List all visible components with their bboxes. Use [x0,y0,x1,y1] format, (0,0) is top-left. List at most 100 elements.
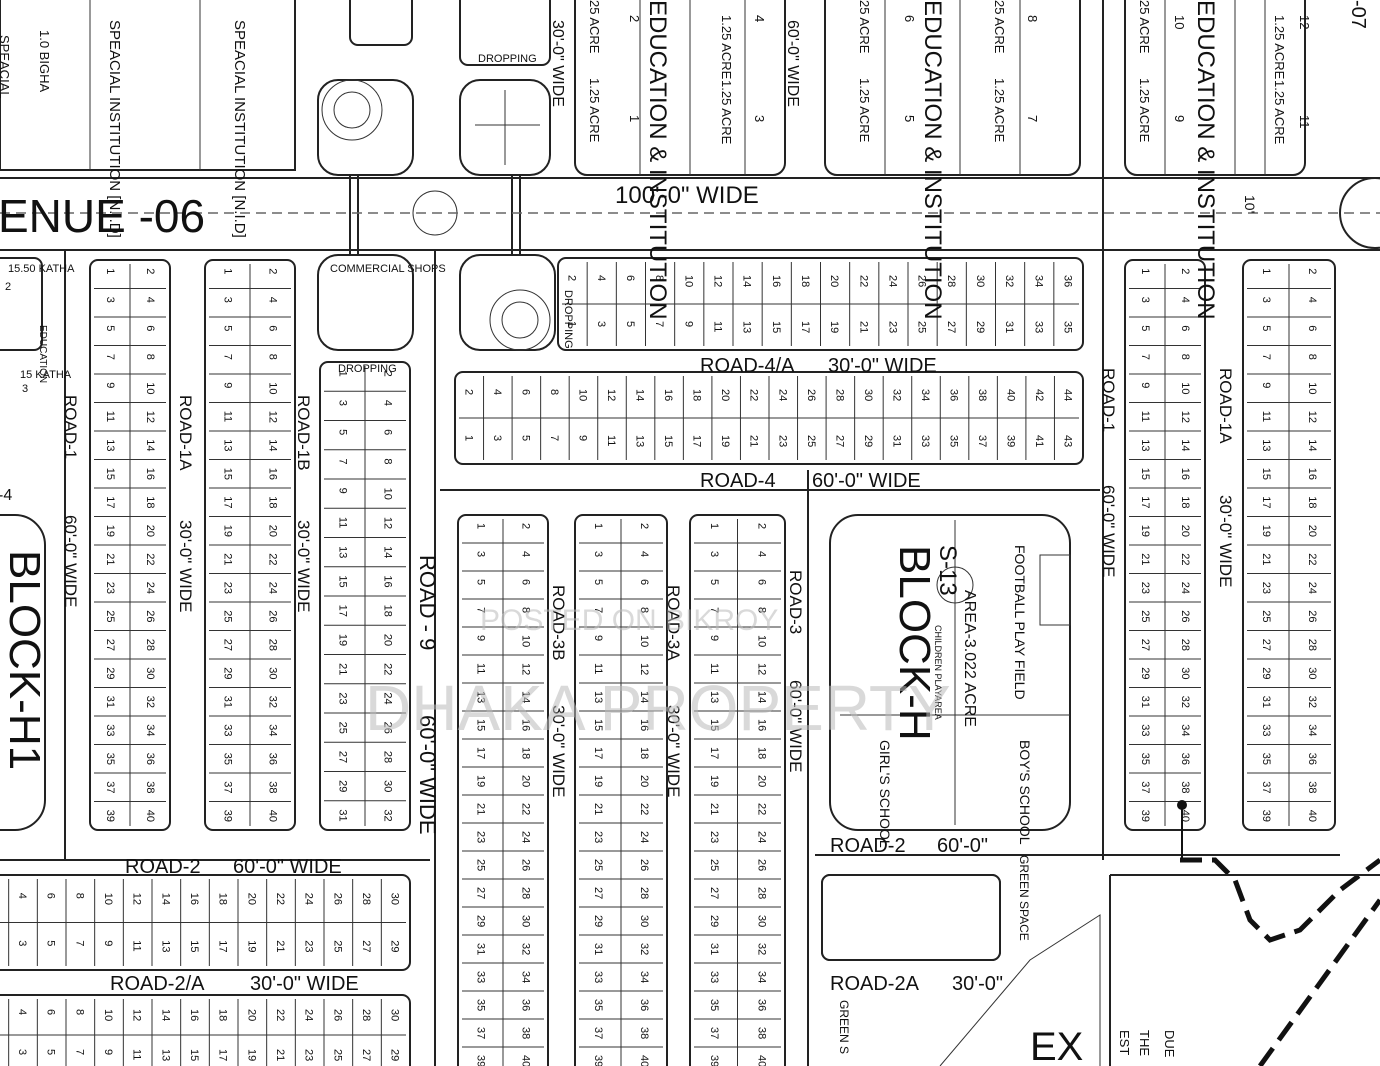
plot-number: 9 [1139,382,1151,388]
svg-text:30'-0" WIDE: 30'-0" WIDE [294,520,313,612]
plot-number: 23 [104,582,116,594]
plot-number: 9 [102,1049,114,1055]
plot-number: 3 [708,551,720,557]
plot-number: 13 [1139,439,1151,451]
plot-number: 6 [638,579,650,585]
plot-number: 12 [605,389,617,401]
plot-number: 13 [708,691,720,703]
plot-number: 33 [475,971,487,983]
plot-number: 20 [719,389,731,401]
plot-number: 15 [188,940,200,952]
plot-number: 26 [1179,610,1191,622]
grid-road2a-left: 2143658710912111413161518172019222124232… [0,994,411,1066]
plot-number: 26 [1306,610,1318,622]
plot-number: 15 [770,321,782,333]
plot-number: 33 [592,971,604,983]
plot-number: 5 [592,579,604,585]
plot-number: 23 [303,940,315,952]
plot-number: 20 [245,1009,257,1021]
plot-number: 37 [475,1027,487,1039]
plot-number: 20 [638,775,650,787]
plot-number: 40 [638,1055,650,1066]
plot-number: 7 [708,607,720,613]
plot-number: 14 [1179,439,1191,451]
plot-number: 9 [475,635,487,641]
plot-number: 5 [222,325,234,331]
plot-number: 38 [1179,781,1191,793]
education-block-b [824,0,1081,176]
bottom-right-area: EX [821,800,1380,1066]
plot-number: 7 [1260,354,1272,360]
plot-number: 7 [222,354,234,360]
plot-number: 28 [382,751,394,763]
plot-number: 1 [592,523,604,529]
watermark-line1: POSTED ON BIKROY [480,604,778,637]
plot-number: 17 [337,605,349,617]
plot-number: 18 [217,893,229,905]
plot-number: 35 [592,999,604,1011]
svg-text:ROAD-4: ROAD-4 [700,470,776,492]
plot-number: 16 [520,719,532,731]
plot-number: 36 [267,753,279,765]
plot-number: 16 [382,575,394,587]
plot-number: 31 [1003,321,1015,333]
svg-text:SPEACIAL: SPEACIAL [0,35,12,99]
plot-number: 30 [382,780,394,792]
top-small-block [349,0,413,46]
plot-number: 2 [638,523,650,529]
plot-number: 20 [144,525,156,537]
plot-number: 21 [475,803,487,815]
plot-number: 13 [104,439,116,451]
svg-text:2: 2 [5,281,11,293]
plot-number: 34 [638,971,650,983]
svg-text:ROAD-2: ROAD-2 [830,835,906,857]
plot-number: 9 [104,382,116,388]
plot-number: 10 [520,635,532,647]
plot-number: 2 [520,523,532,529]
block-h [829,514,1071,831]
plot-number: 3 [16,940,28,946]
plot-number: 18 [1179,496,1191,508]
plot-number: 2 [755,523,767,529]
plot-number: 13 [337,546,349,558]
plot-number: 31 [337,809,349,821]
plot-number: 3 [337,400,349,406]
plot-number: 40 [755,1055,767,1066]
plot-number: 3 [222,297,234,303]
plot-number: 18 [520,747,532,759]
svg-text:EDUCATION & INSTITUTION: EDUCATION & INSTITUTION [644,0,671,320]
plot-number: 30 [389,893,401,905]
svg-text:THE: THE [1137,1030,1152,1056]
plot-number: 38 [638,1027,650,1039]
plot-number: 11 [708,663,720,674]
plot-number: 36 [520,999,532,1011]
plot-number: 24 [755,831,767,843]
plot-number: 15 [104,468,116,480]
svg-text:30'-0" WIDE: 30'-0" WIDE [250,973,359,995]
plot-number: 34 [1179,724,1191,736]
plot-number: 9 [682,321,694,327]
plot-number: 19 [222,525,234,537]
plot-number: 22 [267,553,279,565]
svg-text:FOOTBALL PLAY FIELD: FOOTBALL PLAY FIELD [1012,545,1028,700]
plot-number: 35 [1260,753,1272,765]
plot-number: 16 [267,468,279,480]
plot-number: 27 [222,639,234,651]
plot-number: 6 [520,579,532,585]
plot-number: 19 [245,940,257,952]
plot-number: 25 [222,610,234,622]
plot-number: 6 [1179,325,1191,331]
plot-number: 8 [1179,354,1191,360]
svg-text:25 ACRE: 25 ACRE [992,0,1007,54]
svg-text:8: 8 [1025,15,1040,22]
plot-number: 25 [337,722,349,734]
svg-text:GREEN S: GREEN S [837,1000,851,1054]
plot-number: 28 [360,1009,372,1021]
plot-number: 7 [592,607,604,613]
plot-number: 32 [638,943,650,955]
plot-number: 38 [976,389,988,401]
svg-text:30'-0" WIDE: 30'-0" WIDE [549,20,566,107]
